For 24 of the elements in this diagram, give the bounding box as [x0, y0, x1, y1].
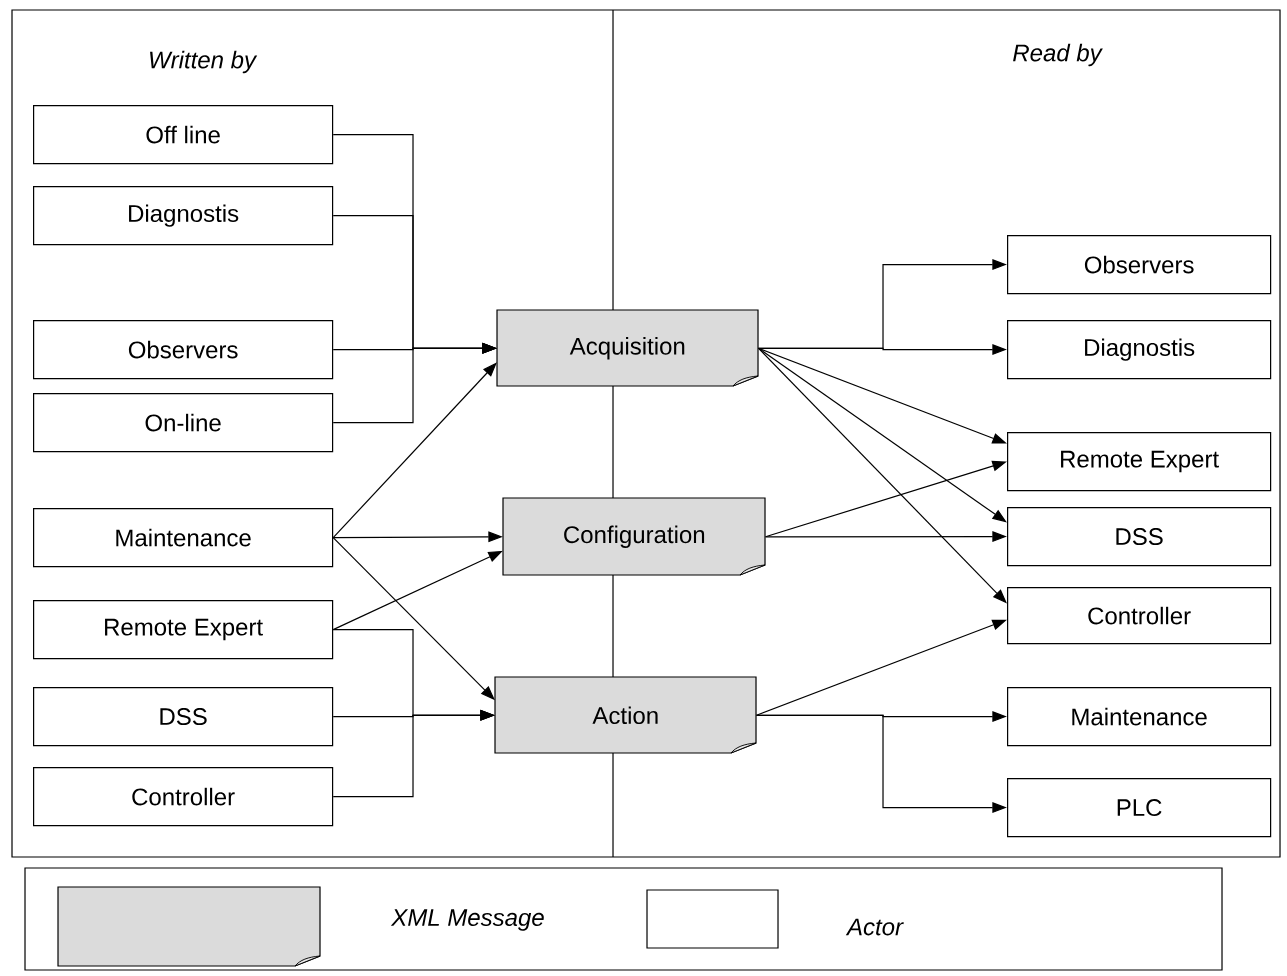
- actor-box: Observers: [1007, 235, 1272, 295]
- actor-box: Observers: [33, 320, 334, 380]
- actor-box: Maintenance: [33, 508, 334, 568]
- message-box: Action: [494, 676, 757, 754]
- arrow: [332, 362, 497, 539]
- actor-box: PLC: [1007, 778, 1272, 838]
- actor-box: Controller: [1007, 587, 1272, 645]
- actor-box: Controller: [33, 767, 334, 827]
- message-box: Configuration: [502, 497, 766, 576]
- message-box: Acquisition: [496, 309, 759, 387]
- column-heading: Written by: [150, 50, 258, 74]
- column-heading: Read by: [1013, 43, 1103, 67]
- legend-entry: XML Message: [57, 886, 544, 967]
- actor-box: Maintenance: [1007, 687, 1272, 747]
- actor-box: Remote Expert: [1007, 432, 1272, 492]
- legend-entry: Actor: [646, 889, 904, 949]
- actor-box: DSS: [1007, 507, 1272, 567]
- actor-box: DSS: [33, 687, 334, 747]
- arrow: [332, 550, 503, 631]
- actor-box: Remote Expert: [33, 600, 334, 660]
- actor-box: Diagnostis: [1007, 320, 1272, 380]
- actor-box: Off line: [33, 105, 334, 165]
- actor-box: On-line: [33, 393, 334, 453]
- actor-box: Diagnostis: [33, 186, 334, 246]
